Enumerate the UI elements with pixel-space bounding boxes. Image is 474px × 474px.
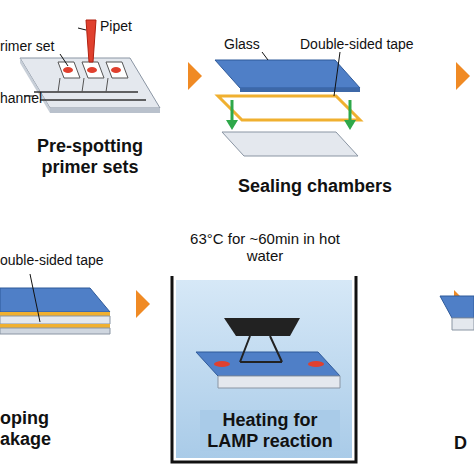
condition-note: 63°C for ~60min in hot water [190,230,340,265]
water-bath [172,276,356,462]
part-label: Pipet [100,18,160,34]
step-arrow [136,62,470,318]
step-caption: Heating for LAMP reaction [200,410,340,451]
part-label: Glass [224,36,284,52]
sealed-chip-stack [0,274,110,334]
pipet [60,20,96,66]
detection-chip [440,296,474,330]
part-label: rimer set [0,38,90,54]
step-caption: Sealing chambers [220,176,410,197]
step-caption: D [454,433,472,454]
step-caption: Pre-spotting primer sets [10,136,170,177]
part-label: Double-sided tape [300,36,450,52]
sealing-illustration [215,52,360,156]
step-caption: oping akage [0,408,60,449]
part-label: hannel [0,90,60,106]
part-label: ouble-sided tape [0,252,150,268]
